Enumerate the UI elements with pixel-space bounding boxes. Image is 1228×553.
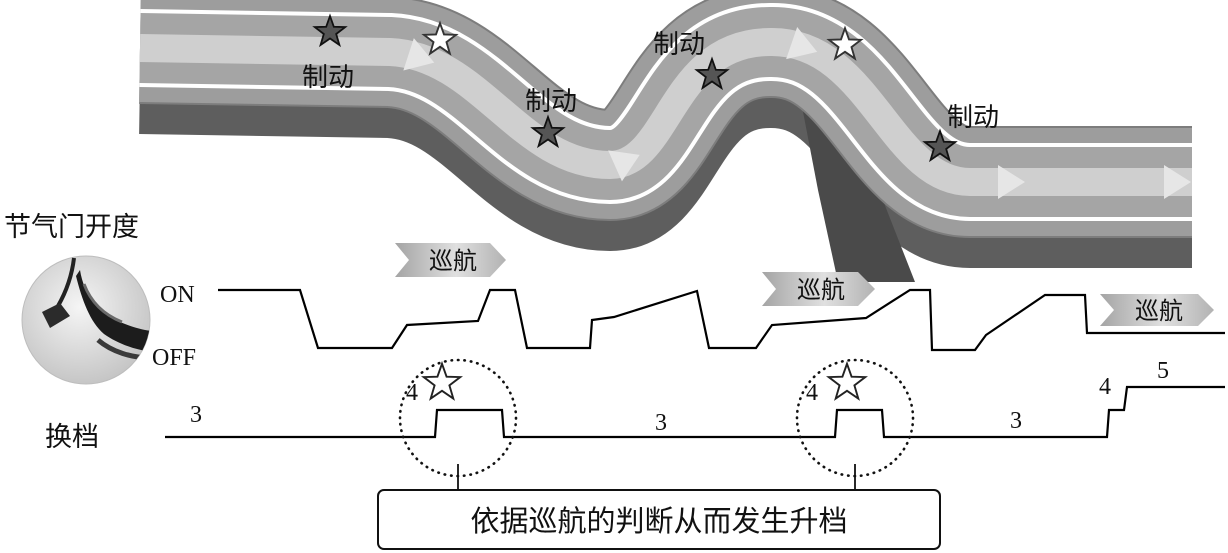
throttle-on-label: ON [160,282,195,308]
brake-label: 制动 [525,87,577,117]
cruise-banner-label: 巡航 [429,247,477,275]
cruise-star-icon [422,362,462,400]
gear-number-label: 4 [1099,374,1111,400]
brake-label: 制动 [302,63,354,93]
cruise-star-icon [827,362,867,400]
winding-road: 制动 制动 制动 制动 [140,16,1192,282]
throttle-pedal-illustration [21,255,151,385]
throttle-opening-title: 节气门开度 [4,212,139,243]
callout-box-frame [377,489,941,550]
gear-number-label: 4 [406,380,418,406]
cruise-banner: 巡航 [762,272,875,306]
brake-label: 制动 [947,103,999,133]
throttle-off-label: OFF [152,345,196,371]
direction-arrow-icon [998,165,1025,199]
gear-number-label: 3 [655,410,667,436]
direction-arrow-icon [786,27,818,60]
gear-shift-title: 换档 [45,422,99,453]
gear-number-label: 3 [190,402,202,428]
direction-arrow-icon [403,38,435,71]
direction-arrows [403,27,1191,199]
callout-note-text: 依据巡航的判断从而发生升档 [470,504,847,538]
arrow-banner-icon [395,243,506,277]
direction-arrow-icon [608,150,640,182]
cruise-banner: 巡航 [1100,294,1214,326]
cruise-banner: 巡航 [395,243,506,277]
cruise-banner-label: 巡航 [1135,297,1183,325]
throttle-signal-line [218,288,1225,352]
gear-number-label: 3 [1010,408,1022,434]
arrow-banner-icon [1100,294,1214,326]
gear-number-label: 5 [1157,358,1169,384]
cruise-banner-label: 巡航 [797,276,845,304]
brake-label: 制动 [653,30,705,60]
gear-number-label: 4 [806,380,818,406]
arrow-banner-icon [762,272,875,306]
gear-signal-line [165,385,1225,439]
direction-arrow-icon [1164,165,1191,199]
pedal-icon-background [21,255,151,385]
road-inner-wall [800,96,915,282]
callout-note-box: 依据巡航的判断从而发生升档 [377,489,941,550]
